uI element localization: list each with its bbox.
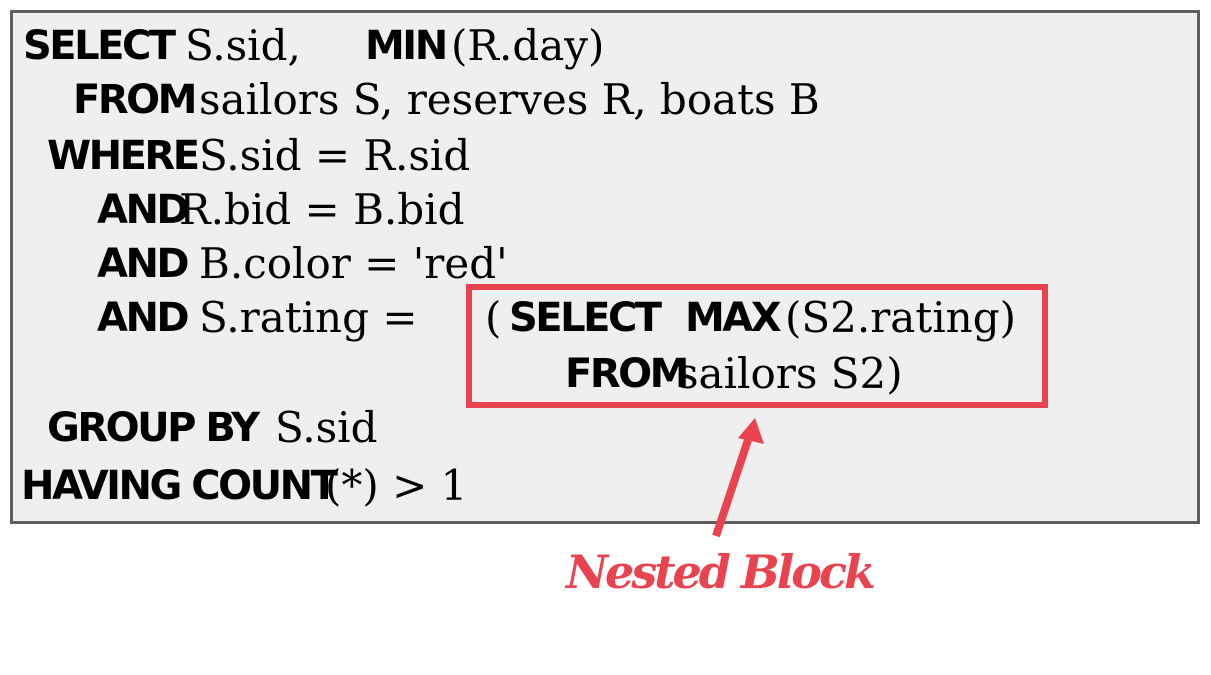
from-line: FROM sailors S, reserves R, boats B — [13, 73, 820, 127]
and-keyword-3: AND — [97, 295, 190, 341]
nested-line-2: FROM sailors S2) — [13, 347, 903, 401]
having-line: HAVING COUNT (*) > 1 — [13, 459, 467, 513]
sql-query-box: SELECT S.sid, MIN (R.day) FROM sailors S… — [10, 10, 1200, 524]
where-keyword: WHERE — [47, 133, 200, 179]
and-keyword-2: AND — [97, 241, 190, 287]
arrow-head — [738, 418, 764, 444]
nested-max-argument: (S2.rating) — [785, 293, 1016, 342]
group-by-keyword: GROUP BY — [47, 405, 260, 451]
and-line-2: AND B.color = 'red' — [13, 237, 508, 291]
nested-from-table: sailors S2) — [677, 349, 903, 398]
where-line: WHERE S.sid = R.sid — [13, 129, 470, 183]
from-tables: sailors S, reserves R, boats B — [199, 75, 820, 124]
min-argument: (R.day) — [451, 21, 605, 70]
nested-select-keyword: SELECT — [509, 295, 662, 341]
nested-from-keyword: FROM — [565, 351, 689, 397]
arrow-shaft — [712, 438, 752, 538]
nested-max-keyword: MAX — [685, 295, 782, 341]
nested-line-1: ( SELECT MAX (S2.rating) — [13, 291, 1016, 345]
from-keyword: FROM — [73, 77, 197, 123]
and-line-3: AND S.rating = — [13, 291, 418, 345]
group-by-line: GROUP BY S.sid — [13, 401, 378, 455]
select-line: SELECT S.sid, MIN (R.day) — [13, 19, 604, 73]
nested-block-highlight — [466, 284, 1048, 408]
and-condition-3: S.rating = — [199, 293, 418, 342]
min-keyword: MIN — [365, 23, 448, 69]
select-keyword: SELECT — [23, 23, 176, 69]
having-condition: (*) > 1 — [325, 461, 468, 510]
and-keyword-1: AND — [97, 187, 190, 233]
and-line-1: AND R.bid = B.bid — [13, 183, 465, 237]
and-condition-1: R.bid = B.bid — [179, 185, 465, 234]
group-by-column: S.sid — [275, 403, 378, 452]
nested-block-arrow — [712, 418, 764, 538]
where-condition: S.sid = R.sid — [199, 131, 471, 180]
and-condition-2: B.color = 'red' — [199, 239, 508, 288]
select-columns: S.sid, — [185, 21, 301, 70]
nested-block-label: Nested Block — [566, 545, 876, 599]
having-count-keyword: HAVING COUNT — [21, 463, 338, 509]
nested-open-paren: ( — [485, 293, 502, 342]
